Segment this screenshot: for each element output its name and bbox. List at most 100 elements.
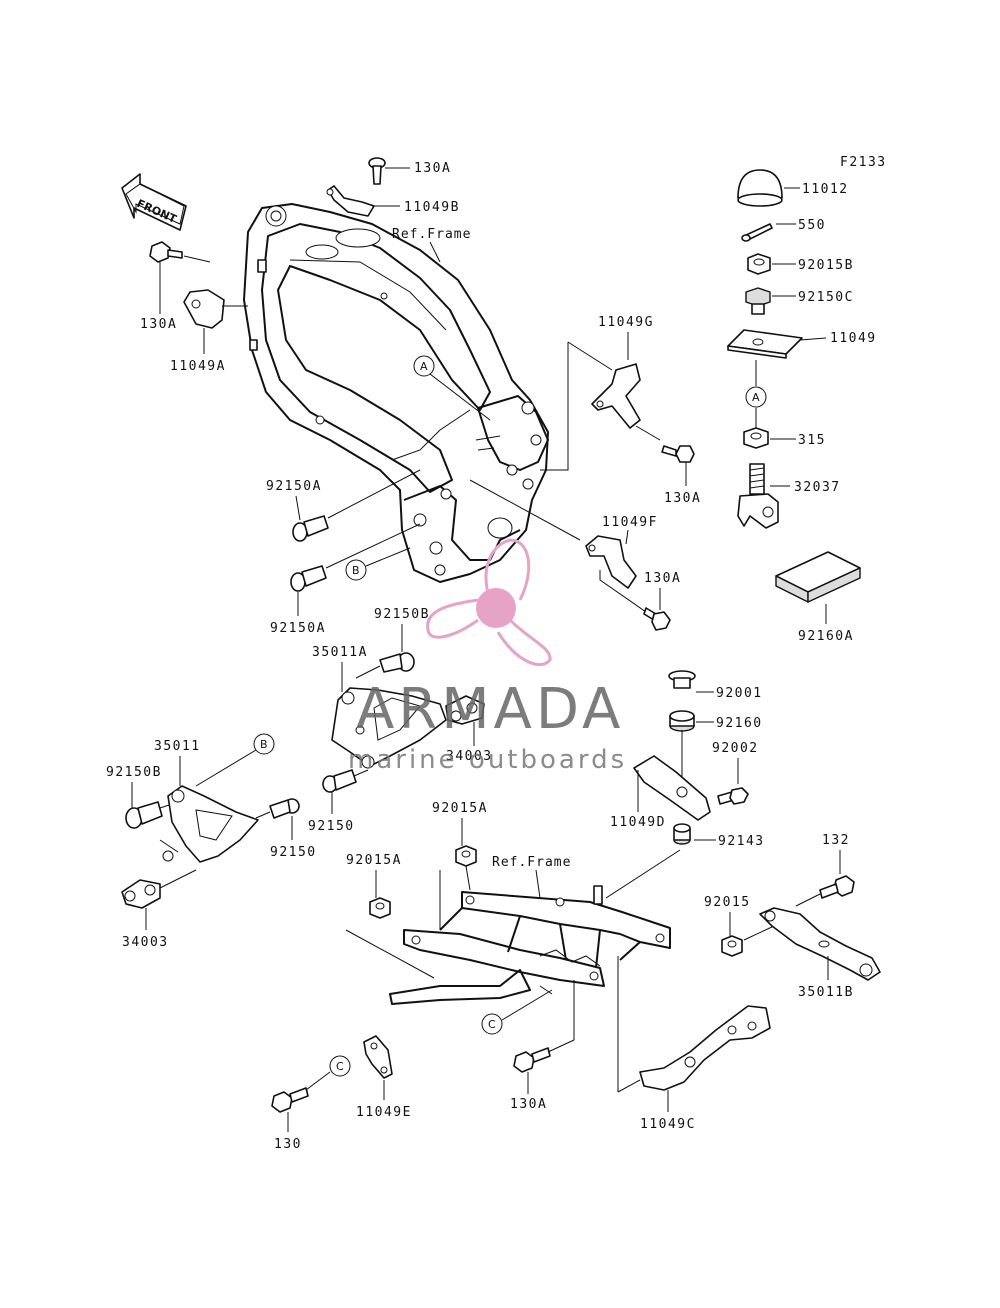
propeller-hub-icon <box>476 588 516 628</box>
ref-frame-label-top: Ref.Frame <box>392 227 471 242</box>
label-92015b: 92015B <box>798 258 854 273</box>
label-132: 132 <box>822 833 850 848</box>
bolt-130a-right1 <box>635 425 695 486</box>
bolt-132 <box>795 850 855 907</box>
bolt-130a-bottom <box>513 980 575 1094</box>
bracket-11049f <box>469 479 647 613</box>
bolt-92150-1 <box>322 769 369 814</box>
bolt-92150b-2 <box>125 782 173 829</box>
bracket-11049a <box>183 289 248 354</box>
sub-frame <box>389 885 671 1005</box>
label-11049f: 11049F <box>602 515 658 530</box>
ref-marker-c-subframe: C <box>481 989 553 1035</box>
label-130a-right2: 130A <box>644 571 681 586</box>
label-32037: 32037 <box>794 480 841 495</box>
bracket-35011a <box>331 662 447 769</box>
label-92015a-1: 92015A <box>432 801 488 816</box>
label-315: 315 <box>798 433 826 448</box>
label-92001: 92001 <box>716 686 763 701</box>
label-92150-2: 92150 <box>270 845 317 860</box>
ref-frame-label-lower: Ref.Frame <box>492 855 571 870</box>
svg-text:B: B <box>352 564 360 577</box>
bolt-92002 <box>717 758 749 805</box>
label-11049a: 11049A <box>170 359 226 374</box>
bolt-130a-top <box>368 157 410 185</box>
svg-text:A: A <box>752 391 760 404</box>
bolt-92150-2 <box>255 798 300 840</box>
ref-marker-a-stack: A <box>745 386 767 408</box>
label-550: 550 <box>798 218 826 233</box>
bolt-92150a-2 <box>290 523 421 616</box>
label-130: 130 <box>274 1137 302 1152</box>
figure-code: F2133 <box>840 155 887 170</box>
label-92150a-1: 92150A <box>266 479 322 494</box>
bracket-11049c <box>617 956 771 1112</box>
label-92150a-2: 92150A <box>270 621 326 636</box>
front-arrow-icon: FRONT <box>121 173 187 231</box>
nut-315 <box>743 427 796 449</box>
label-92143: 92143 <box>718 834 765 849</box>
label-35011b: 35011B <box>798 985 854 1000</box>
propeller-logo-icon <box>426 538 552 667</box>
label-11012: 11012 <box>802 182 849 197</box>
label-130a-top: 130A <box>414 161 451 176</box>
nut-92015a-2 <box>345 870 441 979</box>
label-34003-2: 34003 <box>122 935 169 950</box>
cap-11012 <box>737 169 800 207</box>
label-92002: 92002 <box>712 741 759 756</box>
label-92150b-2: 92150B <box>106 765 162 780</box>
nut-92015a-1 <box>455 818 477 891</box>
plate-11049 <box>727 329 827 359</box>
collar-92143 <box>673 823 716 845</box>
label-11049: 11049 <box>830 331 877 346</box>
label-92015a-2: 92015A <box>346 853 402 868</box>
main-frame <box>243 203 549 583</box>
bolt-92150a-1 <box>292 469 421 542</box>
collar-34003-1 <box>445 695 485 746</box>
label-11049b: 11049B <box>404 200 460 215</box>
svg-text:C: C <box>336 1060 344 1073</box>
bolt-92150c <box>745 287 796 315</box>
svg-text:B: B <box>260 738 268 751</box>
pad-92160a <box>775 551 861 624</box>
watermark-tagline: marine outboards <box>348 745 627 775</box>
ref-marker-a-frame: A <box>413 355 491 421</box>
label-92015: 92015 <box>704 895 751 910</box>
pin-550 <box>741 223 796 242</box>
grommet-92160 <box>669 710 714 732</box>
bracket-11049b <box>326 185 400 217</box>
label-11049c: 11049C <box>640 1117 696 1132</box>
bracket-35011 <box>159 756 259 863</box>
label-92160: 92160 <box>716 716 763 731</box>
label-130a-right1: 130A <box>664 491 701 506</box>
bolt-130a-right2 <box>643 588 671 631</box>
bracket-11049d <box>633 730 711 821</box>
label-34003-1: 34003 <box>446 749 493 764</box>
ref-marker-b-frame: B <box>345 547 411 581</box>
bracket-11049e <box>363 1035 393 1100</box>
collar-34003-2 <box>121 869 197 930</box>
label-92150-1: 92150 <box>308 819 355 834</box>
stud-32037 <box>737 463 790 529</box>
label-130a-left: 130A <box>140 317 177 332</box>
label-11049e: 11049E <box>356 1105 412 1120</box>
label-130a-bottom: 130A <box>510 1097 547 1112</box>
label-35011: 35011 <box>154 739 201 754</box>
label-11049g: 11049G <box>598 315 654 330</box>
bolt-92001 <box>668 670 714 693</box>
svg-text:C: C <box>488 1018 496 1031</box>
nut-92015b <box>747 253 796 275</box>
watermark-brand: ARMADA <box>356 677 624 742</box>
watermark: ARMADA marine outboards <box>348 538 627 775</box>
bracket-35011b <box>759 907 881 981</box>
bolt-130a-left <box>149 241 211 314</box>
label-92150c: 92150C <box>798 290 854 305</box>
ref-marker-c-bracket: C <box>329 1055 351 1077</box>
label-92160a: 92160A <box>798 629 854 644</box>
label-92150b-1: 92150B <box>374 607 430 622</box>
label-35011a: 35011A <box>312 645 368 660</box>
bracket-11049g <box>540 332 641 471</box>
label-11049d: 11049D <box>610 815 666 830</box>
nut-92015 <box>721 912 775 957</box>
